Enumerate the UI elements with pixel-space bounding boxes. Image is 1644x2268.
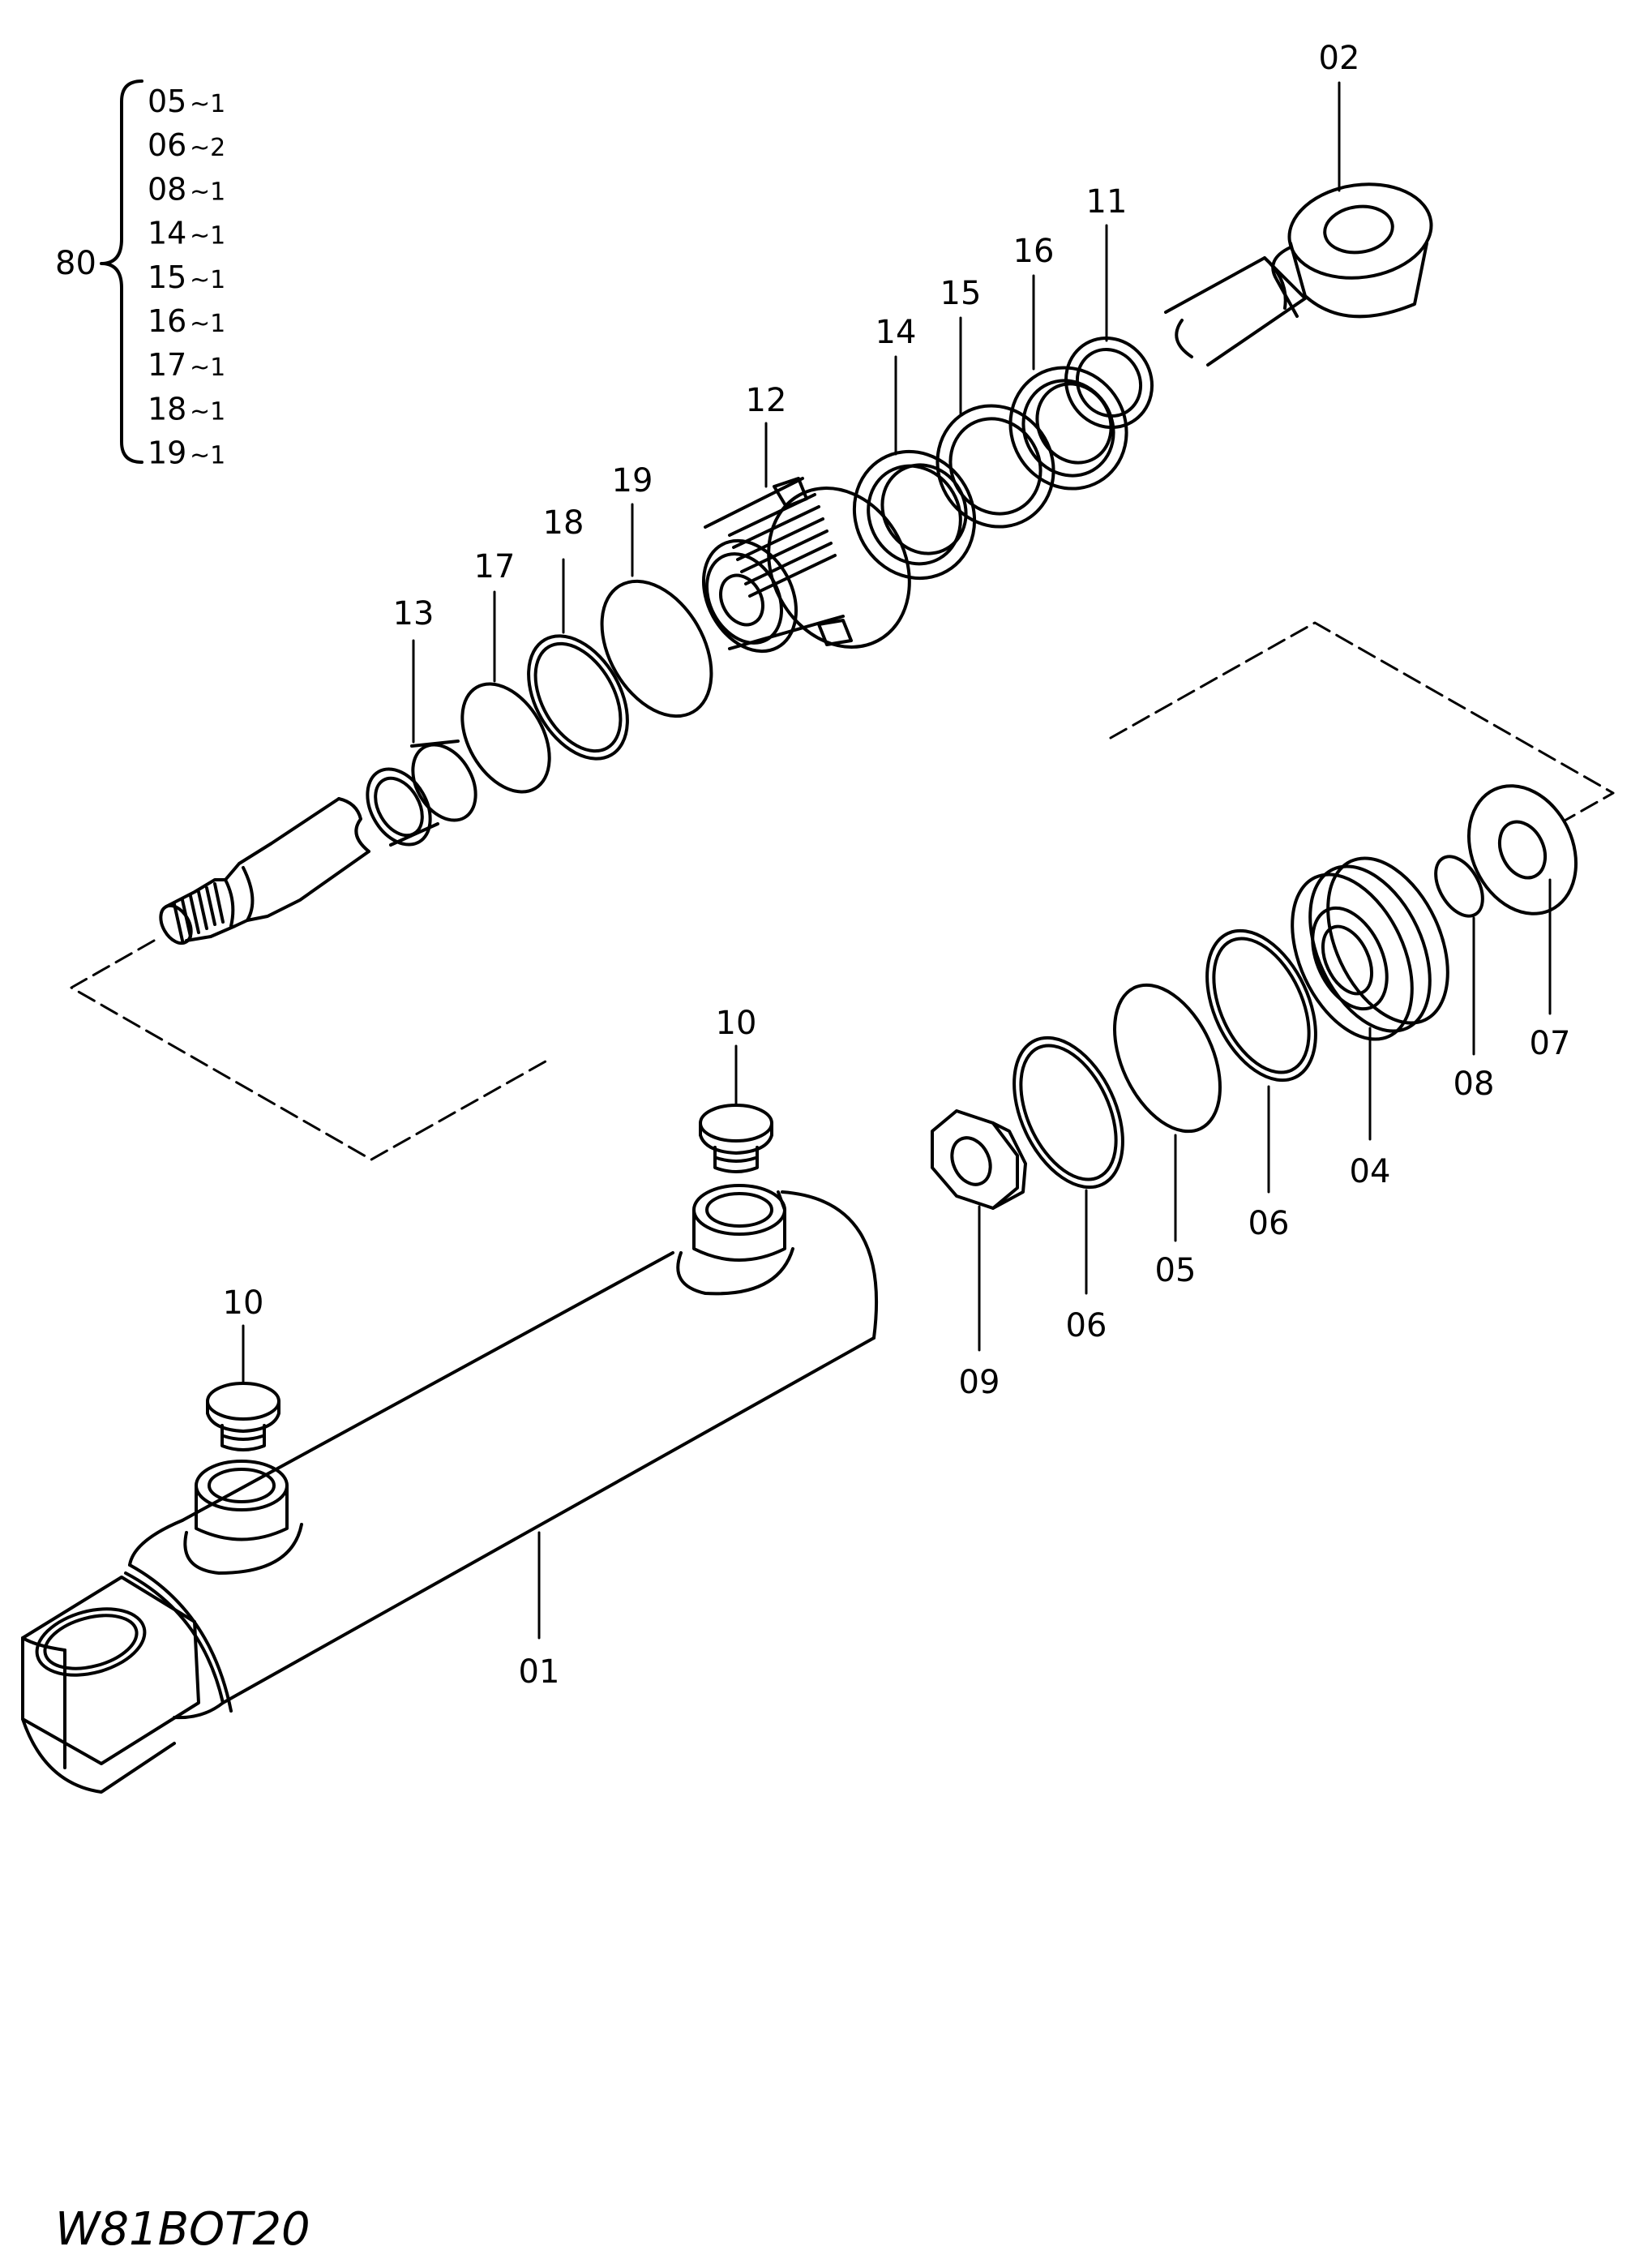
kit-items: 05~106~208~114~115~116~117~118~119~1 bbox=[148, 84, 225, 471]
cylinder-barrel-01 bbox=[21, 1184, 879, 1794]
kit-item-part: 05 bbox=[148, 84, 186, 119]
callout-09: 09 bbox=[959, 1364, 1000, 1401]
kit-number: 80 bbox=[55, 245, 96, 282]
callout-06-lower: 06 bbox=[1066, 1307, 1107, 1344]
kit-item-qty: ~1 bbox=[190, 266, 225, 294]
o-ring-19 bbox=[600, 579, 713, 718]
spacer-tube-13 bbox=[366, 740, 477, 847]
callout-07: 07 bbox=[1530, 1025, 1571, 1062]
kit-item-qty: ~1 bbox=[190, 354, 225, 382]
callout-11: 11 bbox=[1086, 183, 1128, 221]
callout-06-upper: 06 bbox=[1248, 1205, 1290, 1242]
kit-item-part: 06 bbox=[148, 127, 186, 163]
bushing-14 bbox=[852, 449, 977, 581]
kit-item-qty: ~2 bbox=[190, 134, 225, 162]
callout-05: 05 bbox=[1155, 1252, 1197, 1289]
callout-12: 12 bbox=[746, 382, 787, 419]
callout-15: 15 bbox=[940, 275, 982, 312]
plug-10-lower bbox=[206, 1382, 280, 1451]
kit-list: 80 05~106~208~114~115~116~117~118~119~1 bbox=[55, 84, 225, 471]
kit-item-part: 14 bbox=[148, 216, 186, 251]
nut-09 bbox=[931, 1109, 1027, 1210]
seal-ring-11 bbox=[1064, 336, 1154, 430]
callout-13: 13 bbox=[393, 595, 435, 632]
callout-16: 16 bbox=[1013, 233, 1055, 270]
kit-item-part: 16 bbox=[148, 303, 186, 339]
kit-item-qty: ~1 bbox=[190, 442, 225, 470]
callout-14: 14 bbox=[876, 314, 917, 351]
callout-10-upper: 10 bbox=[716, 1005, 757, 1042]
piston-rod-end bbox=[159, 797, 370, 945]
drawing-code: W81BOT20 bbox=[55, 2203, 310, 2256]
backup-ring-06-upper bbox=[1205, 928, 1317, 1083]
plug-10-upper bbox=[699, 1104, 773, 1173]
leader-lines bbox=[242, 81, 1552, 1640]
kit-item-qty: ~1 bbox=[190, 90, 225, 118]
o-ring-05 bbox=[1113, 983, 1222, 1134]
kit-item-part: 15 bbox=[148, 259, 186, 295]
guide-line-rod-to-barrel bbox=[70, 939, 553, 1161]
kit-item-part: 17 bbox=[148, 347, 186, 383]
rod-end-eye-02 bbox=[1164, 182, 1433, 367]
kit-item-part: 19 bbox=[148, 435, 186, 471]
callout-01: 01 bbox=[519, 1653, 560, 1691]
callout-08: 08 bbox=[1453, 1065, 1495, 1103]
kit-item-qty: ~1 bbox=[190, 178, 225, 206]
backup-ring-18 bbox=[527, 634, 629, 761]
callout-02: 02 bbox=[1319, 40, 1360, 77]
o-ring-17 bbox=[460, 682, 551, 794]
callout-18: 18 bbox=[543, 504, 584, 542]
guide-line-piston-group bbox=[1109, 621, 1615, 822]
callout-04: 04 bbox=[1350, 1153, 1391, 1190]
kit-item-qty: ~1 bbox=[190, 222, 225, 251]
kit-item-part: 08 bbox=[148, 171, 186, 207]
kit-item-part: 18 bbox=[148, 391, 186, 427]
kit-item-qty: ~1 bbox=[190, 397, 225, 426]
callout-17: 17 bbox=[474, 548, 516, 585]
callout-10-lower: 10 bbox=[223, 1284, 264, 1322]
kit-item-qty: ~1 bbox=[190, 310, 225, 338]
callout-labels: 02 11 16 15 14 12 19 18 17 13 07 08 04 0… bbox=[223, 40, 1571, 1691]
o-ring-08 bbox=[1434, 855, 1484, 918]
washer-07 bbox=[1466, 784, 1578, 915]
piston-04 bbox=[1291, 856, 1449, 1041]
callout-19: 19 bbox=[612, 462, 653, 499]
backup-ring-06-lower bbox=[1013, 1035, 1124, 1190]
flat-ring-15 bbox=[935, 404, 1055, 529]
rod-guide-12 bbox=[701, 477, 911, 654]
kit-bracket bbox=[100, 79, 143, 464]
wiper-seal-16 bbox=[1008, 366, 1128, 491]
